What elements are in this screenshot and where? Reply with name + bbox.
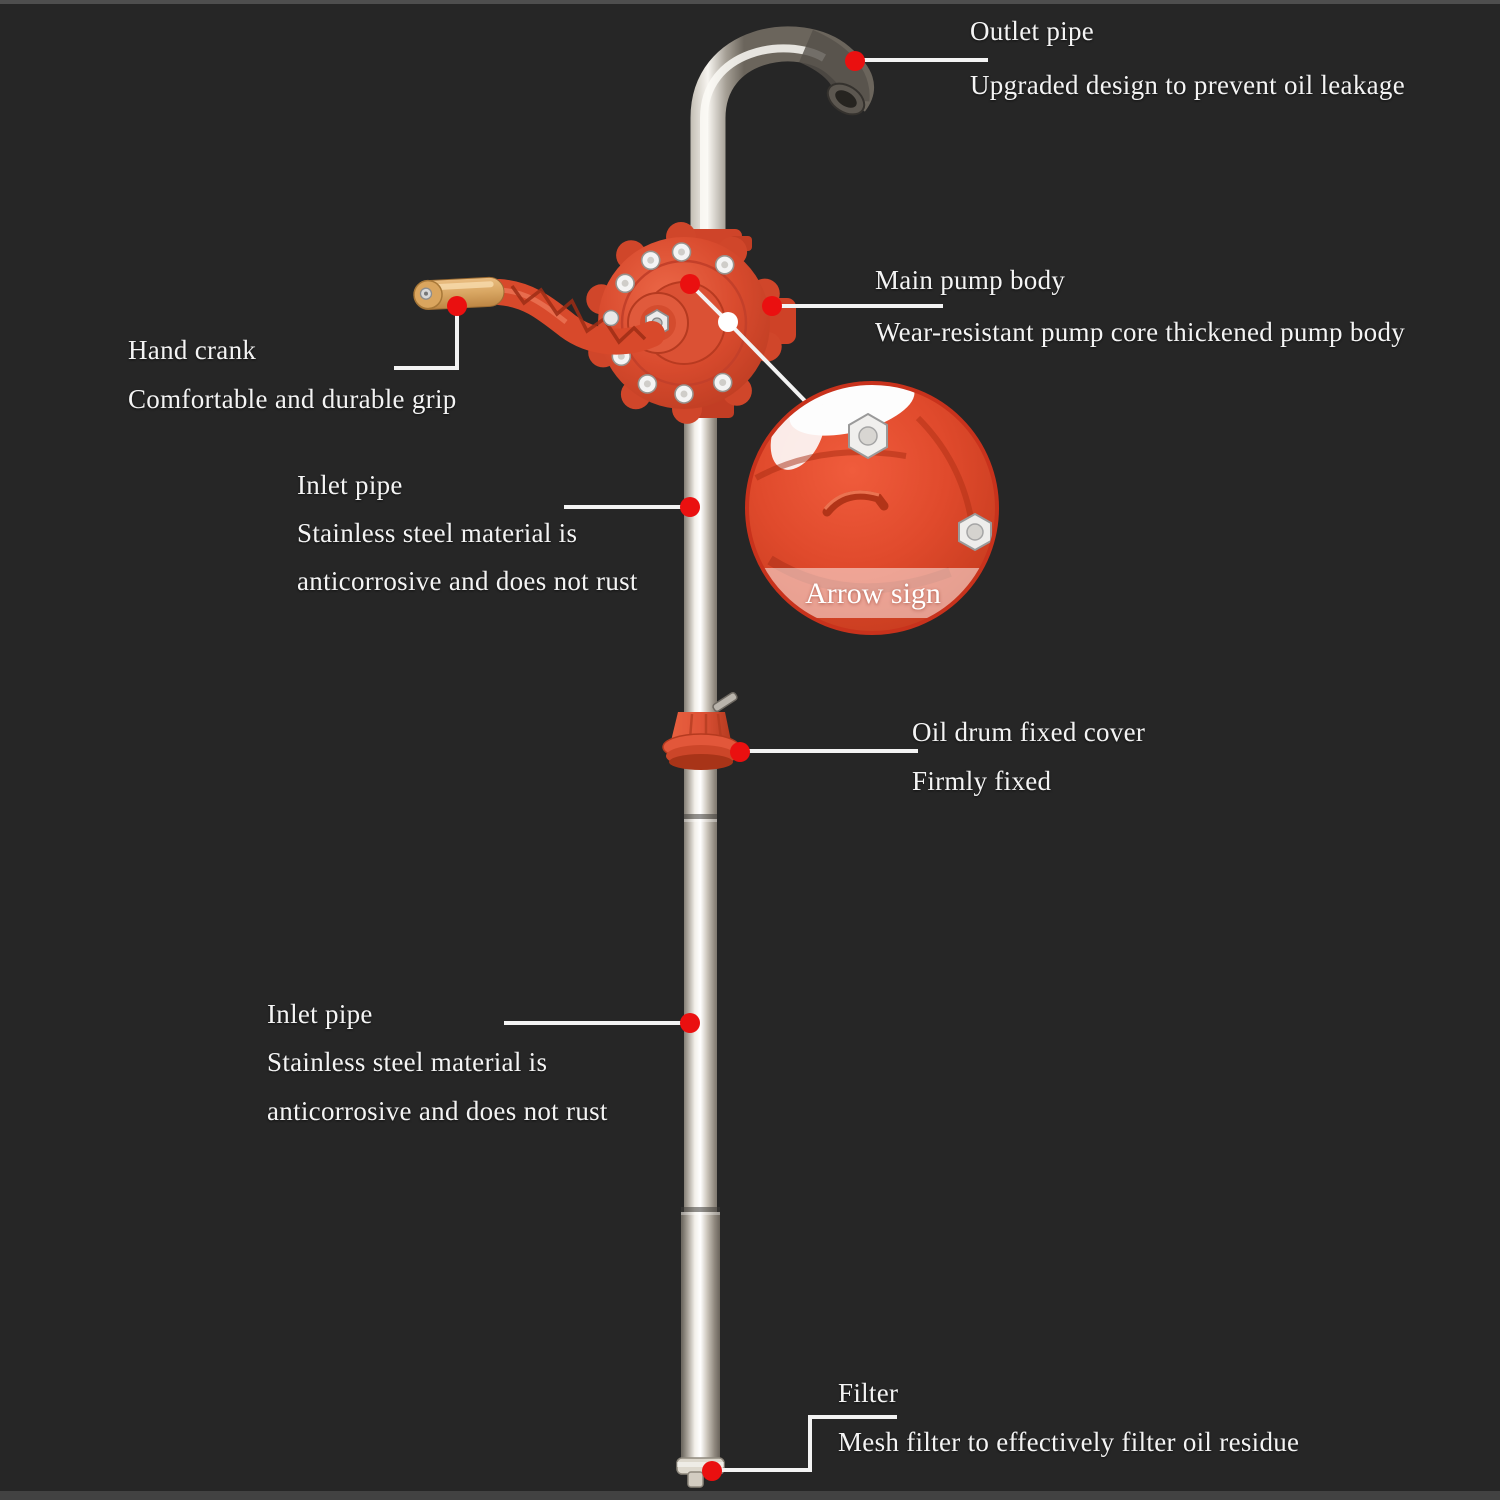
crank-wood-grip xyxy=(413,276,505,311)
oil-drum-cover-title: Oil drum fixed cover xyxy=(912,717,1146,747)
marker-dot-filter xyxy=(702,1461,722,1481)
pipe-joint-line xyxy=(681,1207,720,1212)
hand-crank-desc: Comfortable and durable grip xyxy=(128,384,457,414)
marker-dot-outlet xyxy=(845,51,865,71)
marker-dot-arrow-inset xyxy=(680,274,700,294)
inlet-pipe-lower-desc-line2: anticorrosive and does not rust xyxy=(267,1096,608,1126)
top-edge-strip xyxy=(0,0,1500,4)
crank-pivot-bolt xyxy=(602,309,620,327)
inset-embossed-arrow xyxy=(822,490,889,517)
marker-dot-main-pump xyxy=(762,296,782,316)
oil-drum-cover-desc: Firmly fixed xyxy=(912,766,1052,796)
outlet-pipe-desc: Upgraded design to prevent oil leakage xyxy=(970,70,1406,100)
pipe-joint-line xyxy=(684,814,717,819)
inlet-pipe-lower-desc-line1: Stainless steel material is xyxy=(267,1047,548,1077)
filter-title: Filter xyxy=(838,1378,899,1408)
marker-dot-drum-cover xyxy=(730,742,750,762)
crank-truss-pattern xyxy=(510,284,647,345)
inlet-pipe-upper-title: Inlet pipe xyxy=(297,470,403,500)
bottom-edge-strip xyxy=(0,1491,1500,1500)
inset-hex-bolt xyxy=(958,512,992,552)
hand-crank-graphic xyxy=(413,276,665,355)
leader-line-filter xyxy=(718,1415,897,1472)
main-pump-body-title: Main pump body xyxy=(875,265,1066,295)
marker-dot-inlet-lower xyxy=(680,1013,700,1033)
marker-dots xyxy=(447,51,865,1481)
marker-dot-hand-crank xyxy=(447,296,467,316)
inlet-pipe-upper-desc-line1: Stainless steel material is xyxy=(297,518,578,548)
inlet-pipe-lower-title: Inlet pipe xyxy=(267,999,373,1029)
pump-body-graphic xyxy=(586,222,796,424)
filter-desc: Mesh filter to effectively filter oil re… xyxy=(838,1427,1300,1457)
inset-hex-bolt xyxy=(848,412,888,460)
leader-line-hand-crank xyxy=(394,306,459,370)
leader-lines xyxy=(394,58,988,1472)
main-pump-body-desc: Wear-resistant pump core thickened pump … xyxy=(875,317,1406,347)
leader-joint-dot xyxy=(718,312,738,332)
outlet-pipe-graphic xyxy=(690,26,874,252)
arrow-sign-label: Arrow sign xyxy=(805,577,941,610)
inlet-pipe-upper-desc-line2: anticorrosive and does not rust xyxy=(297,566,638,596)
cover-wing-lever xyxy=(712,691,738,713)
suction-pipe-graphic xyxy=(681,400,720,1464)
drum-cover-graphic xyxy=(662,691,740,770)
marker-dot-inlet-upper xyxy=(680,497,700,517)
outlet-pipe-title: Outlet pipe xyxy=(970,16,1095,46)
hand-crank-title: Hand crank xyxy=(128,335,257,365)
pump-rim-bolts xyxy=(611,242,735,404)
